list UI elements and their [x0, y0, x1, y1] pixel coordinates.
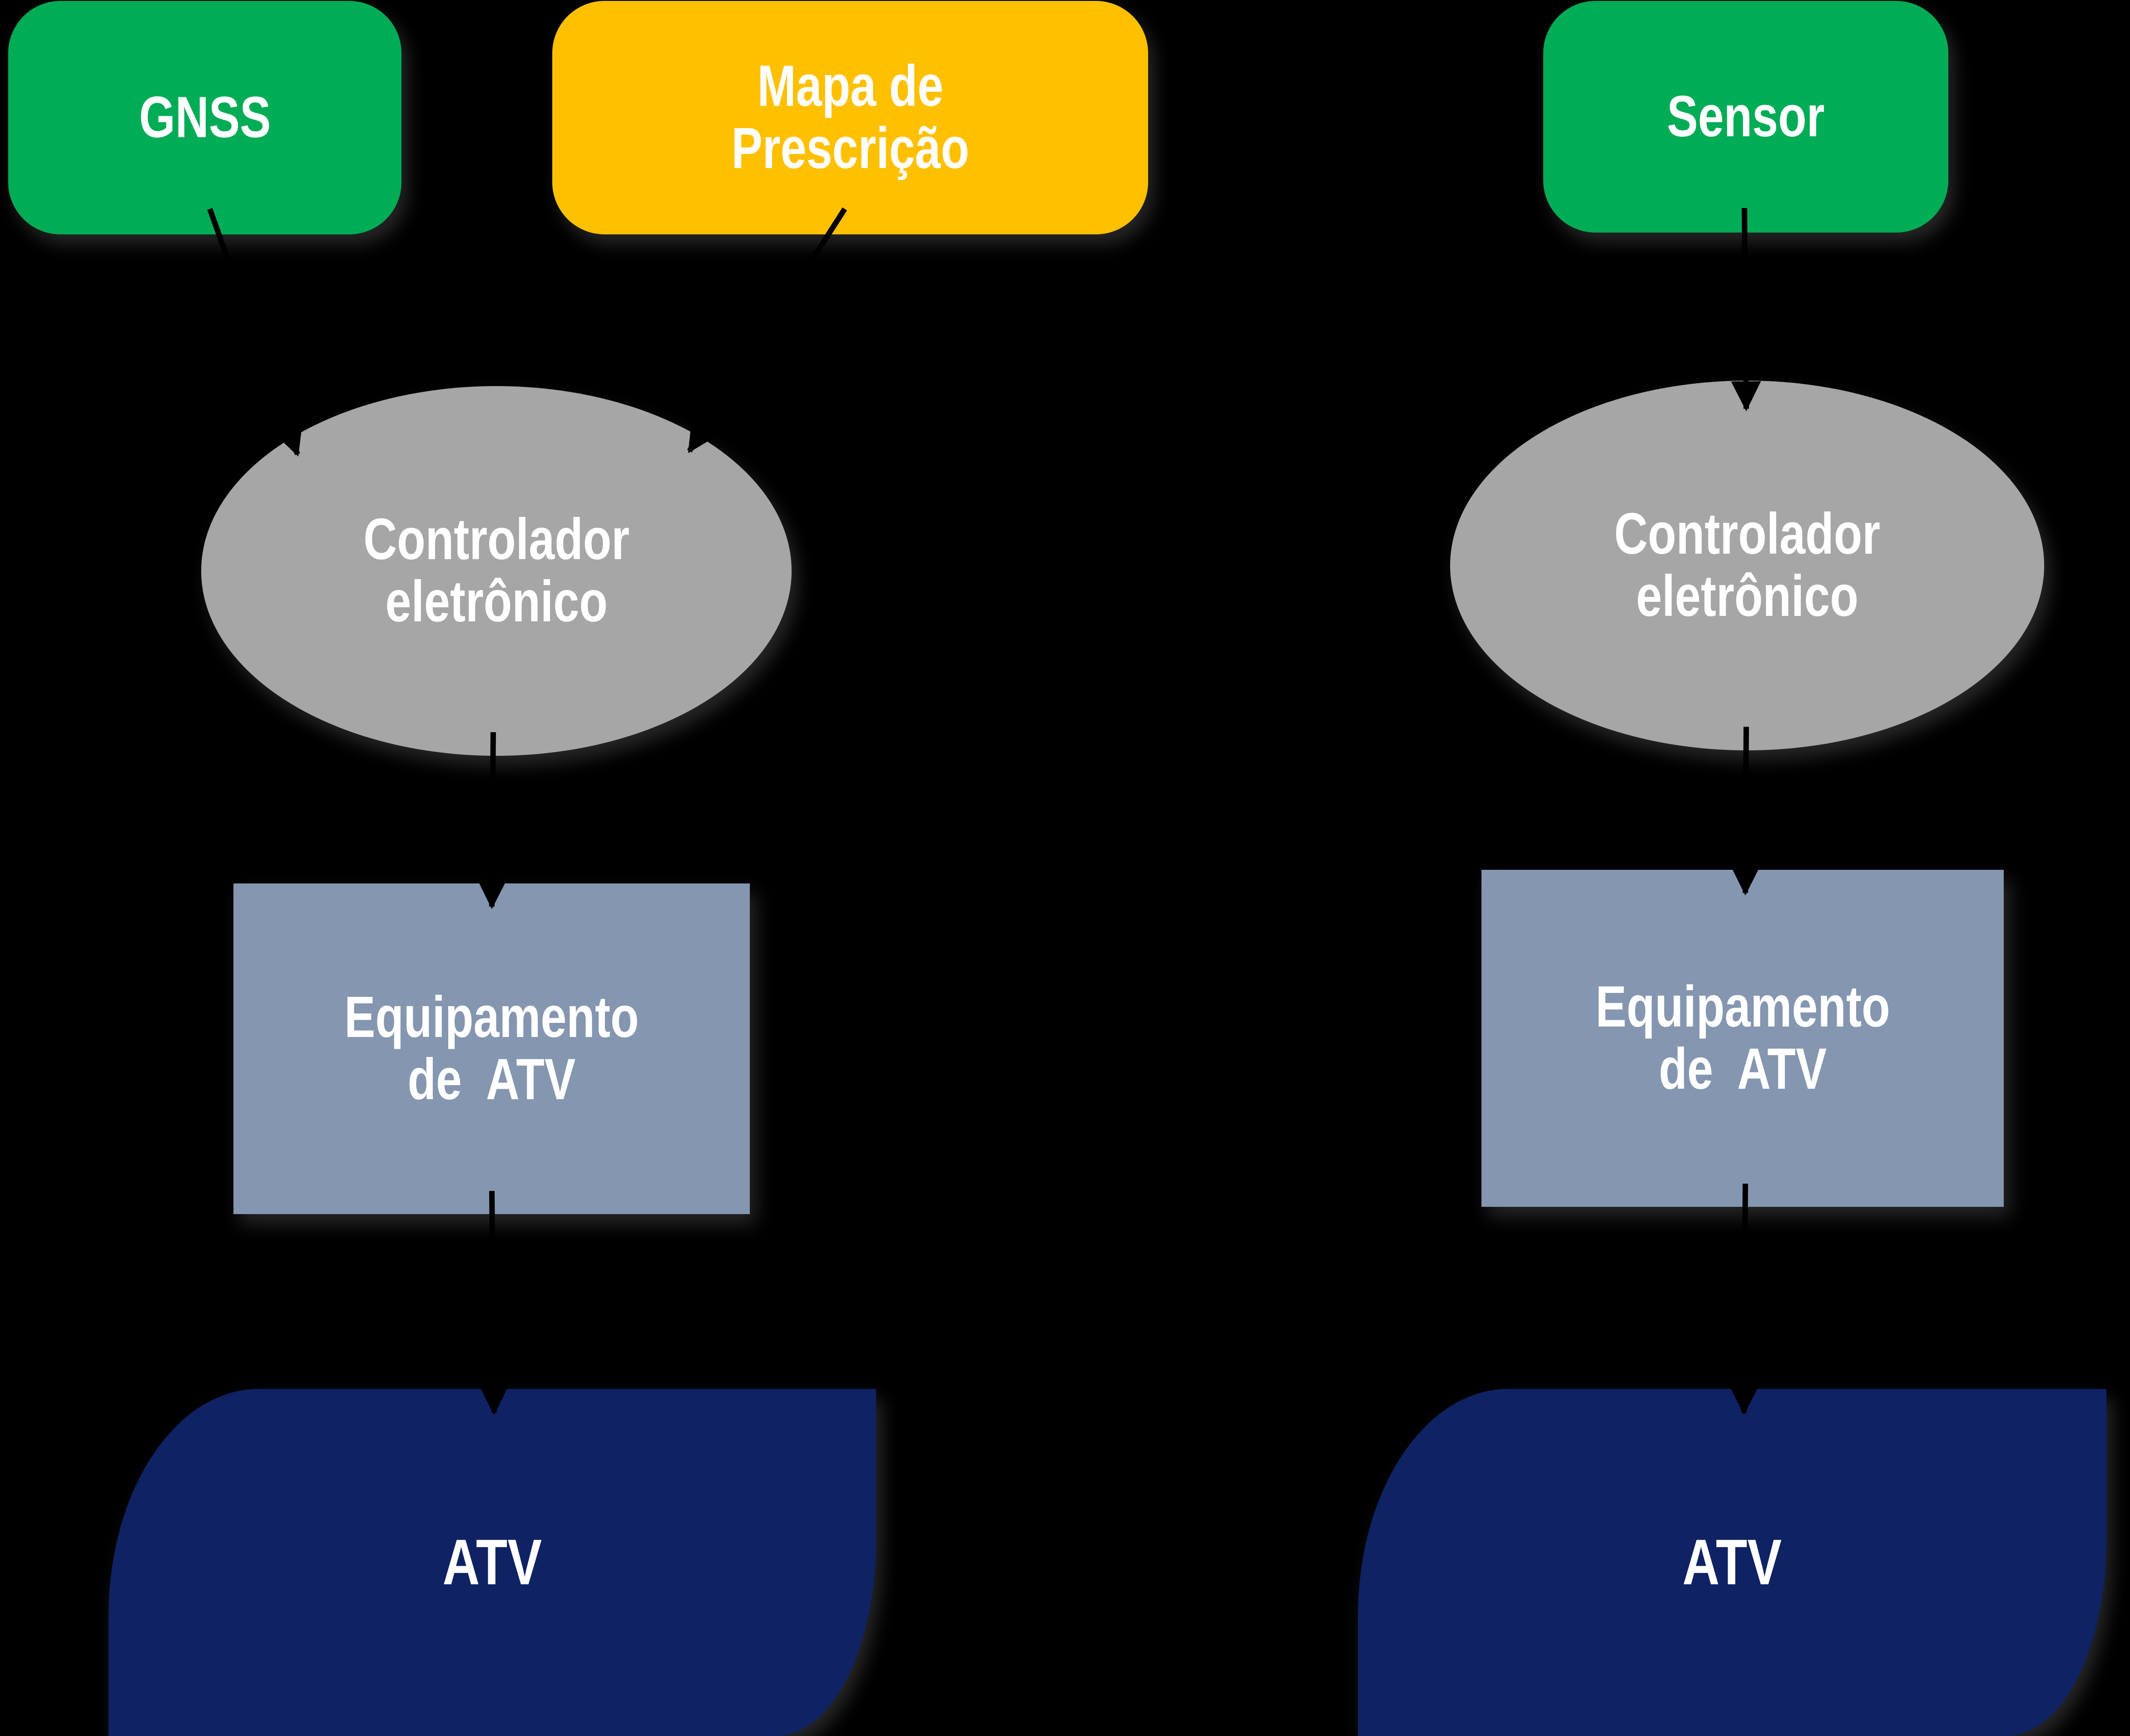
node-atv-left: ATV [109, 1389, 876, 1736]
node-equipamento-de-atv-right: Equipamento de ATV [1481, 870, 2004, 1207]
node-equipamento-de-atv-right-label: Equipamento de ATV [1595, 974, 1890, 1101]
node-controlador-eletronico-left-label: Controlador eletrônico [363, 507, 629, 634]
node-controlador-eletronico-left: Controlador eletrônico [201, 386, 792, 756]
node-equipamento-de-atv-left-label: Equipamento de ATV [344, 985, 639, 1112]
node-controlador-eletronico-right: Controlador eletrônico [1450, 381, 2044, 750]
connector-equipamento-left-to-atv-left [479, 1190, 509, 1415]
node-atv-left-label: ATV [442, 1526, 542, 1599]
connector-controlador-left-to-equipamento-left [477, 732, 507, 909]
node-atv-right: ATV [1358, 1389, 2106, 1736]
node-mapa-de-prescricao: Mapa de Prescrição [552, 1, 1148, 234]
connector-controlador-right-to-equipamento-right [1730, 726, 1761, 896]
connector-equipamento-right-to-atv-right [1729, 1183, 1759, 1415]
node-controlador-eletronico-right-label: Controlador eletrônico [1614, 501, 1880, 629]
node-sensor-label: Sensor [1667, 84, 1825, 149]
node-gnss-label: GNSS [139, 84, 271, 150]
connector-sensor-to-controlador-right [1731, 208, 1761, 412]
node-sensor: Sensor [1543, 1, 1948, 233]
connector-gnss-to-controlador-left [207, 208, 302, 457]
node-gnss: GNSS [8, 1, 401, 234]
node-equipamento-de-atv-left: Equipamento de ATV [233, 883, 750, 1214]
connector-mapa-to-controlador-left [687, 207, 847, 453]
node-mapa-de-prescricao-label: Mapa de Prescrição [731, 54, 969, 181]
node-atv-right-label: ATV [1682, 1526, 1782, 1599]
